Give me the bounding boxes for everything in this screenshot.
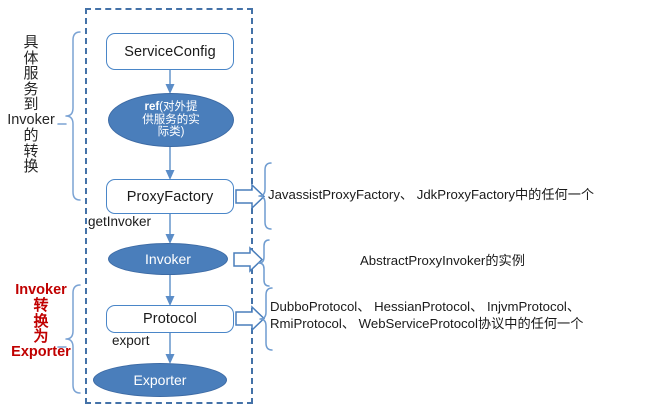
group-label-line: 体 [23,49,39,67]
node-exporter-label: Exporter [133,372,187,388]
node-service-config[interactable]: ServiceConfig [106,33,234,70]
group-label-line: 到 [23,96,39,114]
node-ref-text: ref(对外提 供服务的实 际类) [136,101,206,140]
node-protocol-label: Protocol [143,311,197,327]
edge-label-export: export [112,333,150,348]
annotation-protocol: DubboProtocol、 HessianProtocol、 InjvmPro… [270,298,583,333]
group-label-line: 的 [23,127,39,145]
group-label-line: 务 [23,80,39,98]
group-label-invoker-to-exporter: Invoker 转 换 为 Exporter [4,282,78,360]
group-label-line: Invoker [7,111,55,128]
curly-brace-left-icon-black-group [57,31,81,201]
group-label-line: 为 [33,328,49,346]
node-proxy-factory-label: ProxyFactory [126,188,214,205]
node-ref-ellipse[interactable]: ref(对外提 供服务的实 际类) [108,93,234,147]
node-service-config-label: ServiceConfig [124,43,216,60]
group-label-line: Invoker [15,282,67,298]
node-proxy-factory[interactable]: ProxyFactory [106,179,234,214]
node-invoker-label: Invoker [145,251,191,267]
group-label-line: Exporter [11,343,71,360]
annotation-invoker: AbstractProxyInvoker的实例 [360,252,525,269]
annotation-line: AbstractProxyInvoker的实例 [360,253,525,268]
group-label-line: 换 [23,158,39,176]
group-label-line: 转 [23,142,39,160]
annotation-line: DubboProtocol、 HessianProtocol、 InjvmPro… [270,299,581,314]
node-exporter-ellipse[interactable]: Exporter [93,363,227,397]
curly-brace-right-icon-invoker [258,239,270,287]
node-ref-line2: 供服务的实 [142,113,200,126]
annotation-line: RmiProtocol、 WebServiceProtocol协议中的任何一个 [270,316,584,332]
group-label-line: 换 [33,312,49,330]
node-protocol[interactable]: Protocol [106,305,234,333]
group-label-line: 转 [33,297,49,315]
node-ref-line1-rest: (对外提 [159,100,198,113]
node-ref-keyword: ref [144,100,160,113]
group-label-line: 服 [23,65,39,83]
node-invoker-ellipse[interactable]: Invoker [108,243,228,275]
group-label-service-to-invoker: 具 体 服 务 到 Invoker 的 转 换 [7,34,55,176]
group-label-line: 具 [23,34,39,51]
annotation-proxy-factory: JavassistProxyFactory、 JdkProxyFactory中的… [268,186,594,203]
edge-label-get-invoker: getInvoker [88,214,152,229]
annotation-line: JavassistProxyFactory、 JdkProxyFactory中的… [268,187,595,202]
node-ref-line3: 际类) [157,126,185,139]
